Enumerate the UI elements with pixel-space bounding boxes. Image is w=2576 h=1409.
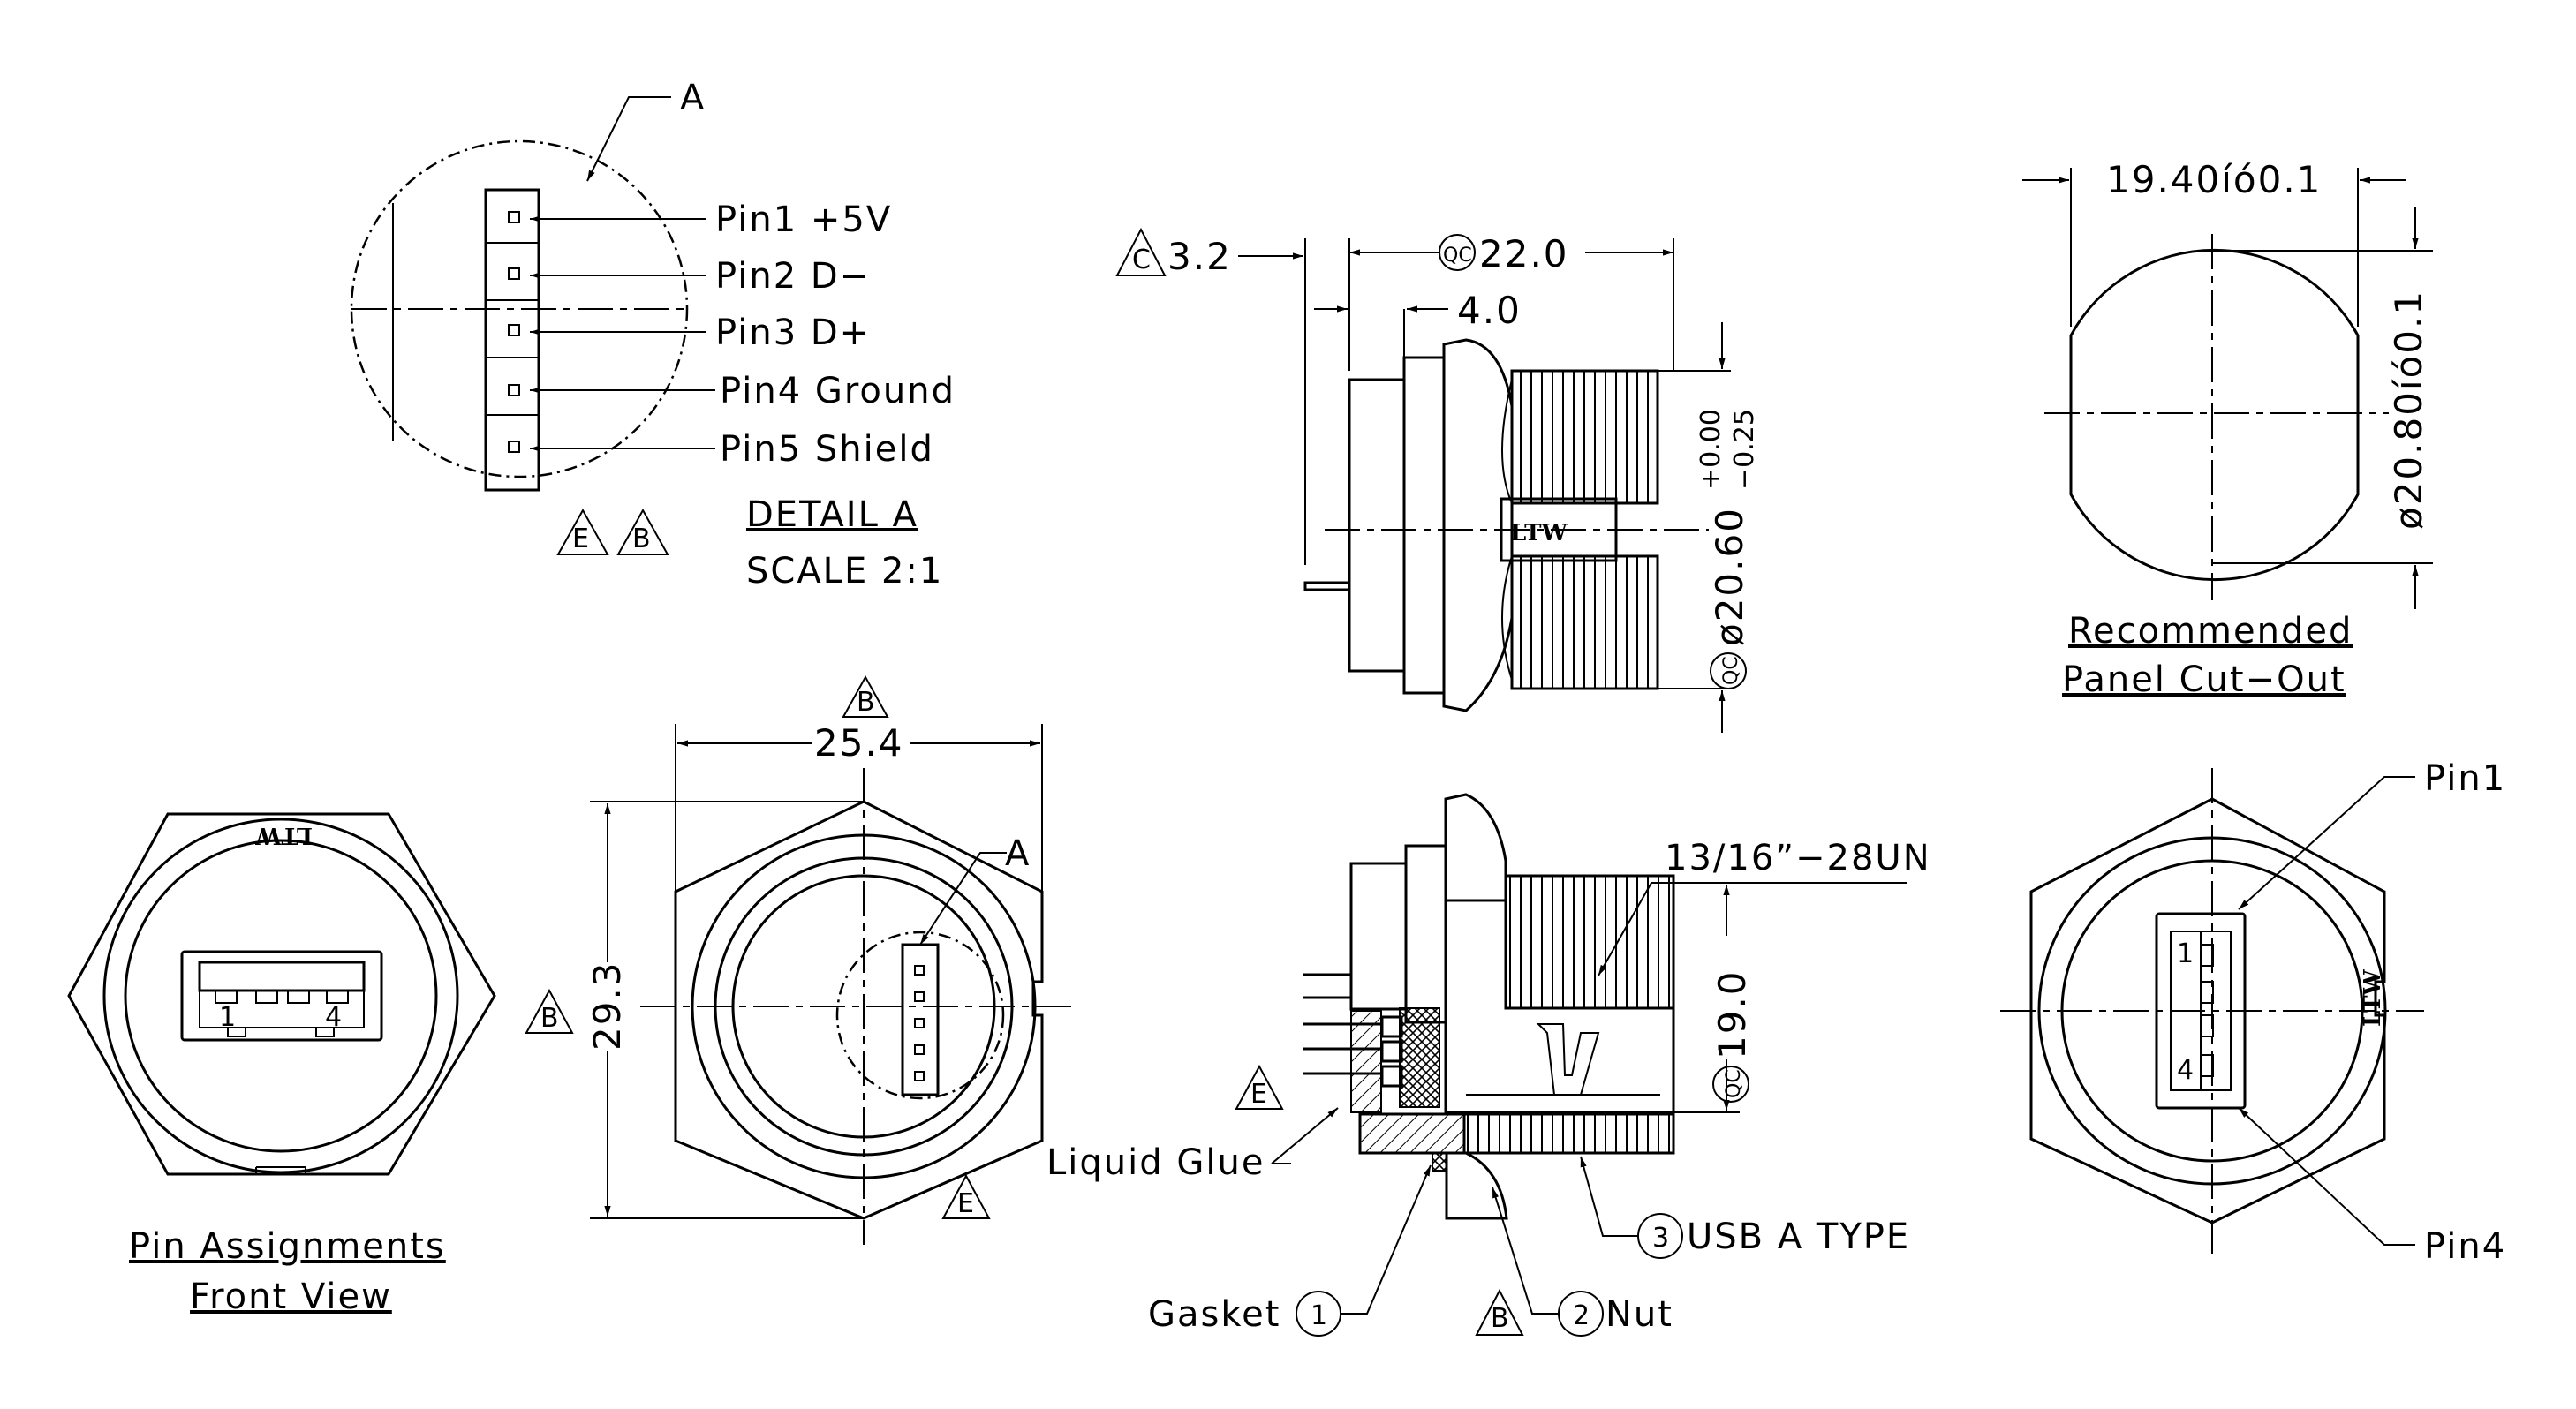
front-title-1: Pin Assignments bbox=[129, 1226, 446, 1267]
rear-pin4-label: Pin4 bbox=[2424, 1226, 2506, 1267]
tol-upper: +0.00 bbox=[1696, 409, 1726, 490]
front-pin-view: LTW 1 4 Pin Assignments Front View bbox=[67, 812, 496, 1317]
front-pin1-num: 1 bbox=[219, 1002, 236, 1033]
tol-lower: −0.25 bbox=[1729, 409, 1760, 490]
section-view: 13/16”−28UN QC 19.0 E Liquid Glue Gasket… bbox=[1046, 793, 1931, 1337]
rev-e-bottom: E bbox=[957, 1188, 974, 1219]
pin5-label: Pin5 Shield bbox=[720, 429, 934, 470]
rev-b-top: B bbox=[857, 687, 875, 718]
front-title-2: Front View bbox=[190, 1277, 392, 1317]
pin3-label: Pin3 D+ bbox=[715, 313, 871, 353]
qc-mark-3: QC bbox=[1723, 1069, 1745, 1098]
liquid-glue-label: Liquid Glue bbox=[1046, 1142, 1265, 1183]
detail-a-callout: A bbox=[680, 78, 706, 118]
rev-b-mark: B bbox=[632, 524, 651, 554]
qc-mark-2: QC bbox=[1720, 656, 1742, 685]
rev-b-left: B bbox=[540, 1003, 559, 1034]
rear-num-4: 4 bbox=[2177, 1055, 2194, 1086]
dim-22-0: 22.0 bbox=[1479, 232, 1569, 275]
cutout-title-2: Panel Cut−Out bbox=[2062, 659, 2346, 700]
pin4-label: Pin4 Ground bbox=[720, 371, 956, 411]
detail-a-title: DETAIL A bbox=[746, 494, 918, 535]
hex-body-outline bbox=[674, 800, 1044, 1220]
thread-spec: 13/16”−28UN bbox=[1665, 838, 1931, 878]
cutout-height-dim: ø20.80íó0.1 bbox=[2387, 290, 2430, 530]
rear-view: 1 4 LTW Pin1 Pin4 bbox=[2000, 758, 2506, 1267]
logo-ltw-front: LTW bbox=[254, 822, 313, 848]
dim-25-4: 25.4 bbox=[814, 721, 904, 765]
qc-mark-1: QC bbox=[1443, 245, 1472, 267]
pin1-label: Pin1 +5V bbox=[715, 200, 892, 240]
rev-b-section: B bbox=[1491, 1303, 1509, 1334]
usb-label: USB A TYPE bbox=[1687, 1217, 1910, 1257]
pin-block bbox=[484, 188, 540, 492]
panel-cutout: 19.40íó0.1 ø20.80íó0.1 Recommended Panel… bbox=[2022, 158, 2433, 700]
rear-num-1: 1 bbox=[2177, 938, 2194, 969]
rev-e-section: E bbox=[1250, 1079, 1267, 1110]
detail-a-scale: SCALE 2:1 bbox=[746, 551, 943, 591]
rev-e-mark: E bbox=[572, 524, 589, 554]
nut-number: 2 bbox=[1573, 1300, 1590, 1331]
gasket-number: 1 bbox=[1311, 1300, 1327, 1331]
cutout-outline bbox=[2069, 248, 2360, 582]
dim-4-0: 4.0 bbox=[1457, 289, 1522, 332]
dim-19-0: 19.0 bbox=[1711, 969, 1754, 1059]
pin2-label: Pin2 D− bbox=[715, 256, 871, 297]
logo-ltw-rear: LTW bbox=[2360, 968, 2386, 1027]
dim-29-3: 29.3 bbox=[585, 961, 629, 1051]
front-pin4-num: 4 bbox=[325, 1002, 342, 1033]
hex-nut-outline bbox=[67, 812, 496, 1176]
rear-hex-outline bbox=[2029, 797, 2386, 1224]
rear-pin1-label: Pin1 bbox=[2424, 758, 2506, 799]
usb-number: 3 bbox=[1652, 1223, 1669, 1254]
gasket-label: Gasket bbox=[1148, 1294, 1280, 1335]
detail-boundary-circle bbox=[350, 139, 689, 478]
rev-c-mark: C bbox=[1132, 245, 1151, 275]
dim-dia-20-60: ø20.60 bbox=[1708, 507, 1751, 646]
front-callout-a: A bbox=[1005, 833, 1031, 874]
side-view: C 3.2 QC 22.0 4.0 LTW QC ø bbox=[1115, 227, 1760, 733]
cutout-title-1: Recommended bbox=[2068, 611, 2353, 652]
dim-3-2: 3.2 bbox=[1167, 235, 1232, 278]
front-dimension-view: A 25.4 B 29.3 B E bbox=[525, 674, 1077, 1245]
logo-ltw-side: LTW bbox=[1510, 520, 1568, 546]
cutout-width-dim: 19.40íó0.1 bbox=[2106, 158, 2322, 201]
detail-a: Pin1 +5V Pin2 D− Pin3 D+ Pin4 Ground Pin… bbox=[350, 78, 956, 591]
nut-label: Nut bbox=[1605, 1294, 1673, 1335]
